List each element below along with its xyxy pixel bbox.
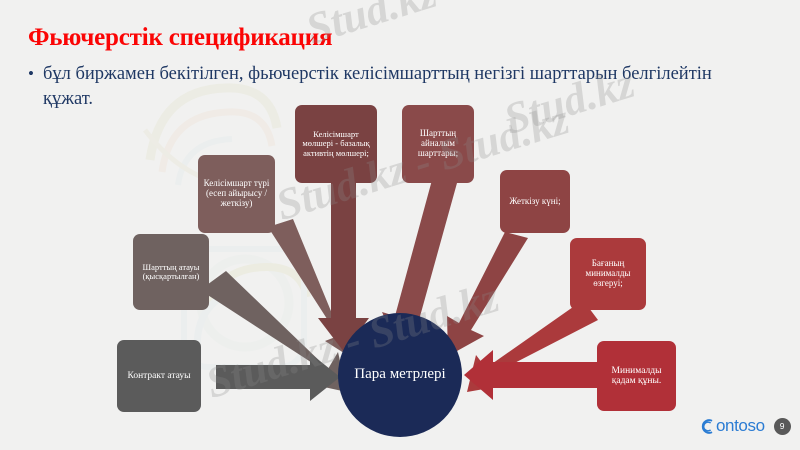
node-circulation-terms[interactable]: Шарттың айналым шарттары; — [402, 105, 474, 183]
arrow-contract-volume — [318, 180, 369, 352]
slide-title: Фьючерстік спецификация — [28, 24, 333, 51]
node-delivery-date[interactable]: Жеткізу күні; — [500, 170, 570, 233]
node-contract-type[interactable]: Келісімшарт түрі (есеп айырысу / жеткізу… — [198, 155, 275, 233]
node-min-price-change[interactable]: Бағаның минималды өзгеруі; — [570, 238, 646, 310]
arrow-min-step-value — [464, 350, 600, 400]
bullet-text: бұл биржамен бекітілген, фьючерстік келі… — [42, 64, 712, 109]
center-node-parameters[interactable]: Пара метрлері — [338, 313, 462, 437]
arrow-contract-title — [216, 353, 340, 401]
arrow-circulation-terms — [382, 180, 457, 352]
arrow-delivery-date — [447, 232, 528, 356]
bullet-paragraph: • бұл биржамен бекітілген, фьючерстік ке… — [28, 62, 738, 112]
node-contract-name-short[interactable]: Шарттың атауы (қысқартылған) — [133, 234, 209, 310]
slide-number-badge: 9 — [773, 417, 791, 435]
node-contract-title[interactable]: Контракт атауы — [117, 340, 201, 412]
node-min-step-value[interactable]: Минималды қадам құны. — [597, 341, 676, 411]
arrow-contract-name-short — [200, 271, 347, 392]
node-contract-volume[interactable]: Келісімшарт мөлшері - базалық активтің м… — [295, 105, 377, 183]
contoso-logo-icon — [701, 418, 713, 434]
footer-branding: ontoso 9 — [700, 416, 791, 436]
bullet-marker: • — [28, 64, 34, 83]
contoso-wordmark: ontoso — [716, 416, 765, 435]
